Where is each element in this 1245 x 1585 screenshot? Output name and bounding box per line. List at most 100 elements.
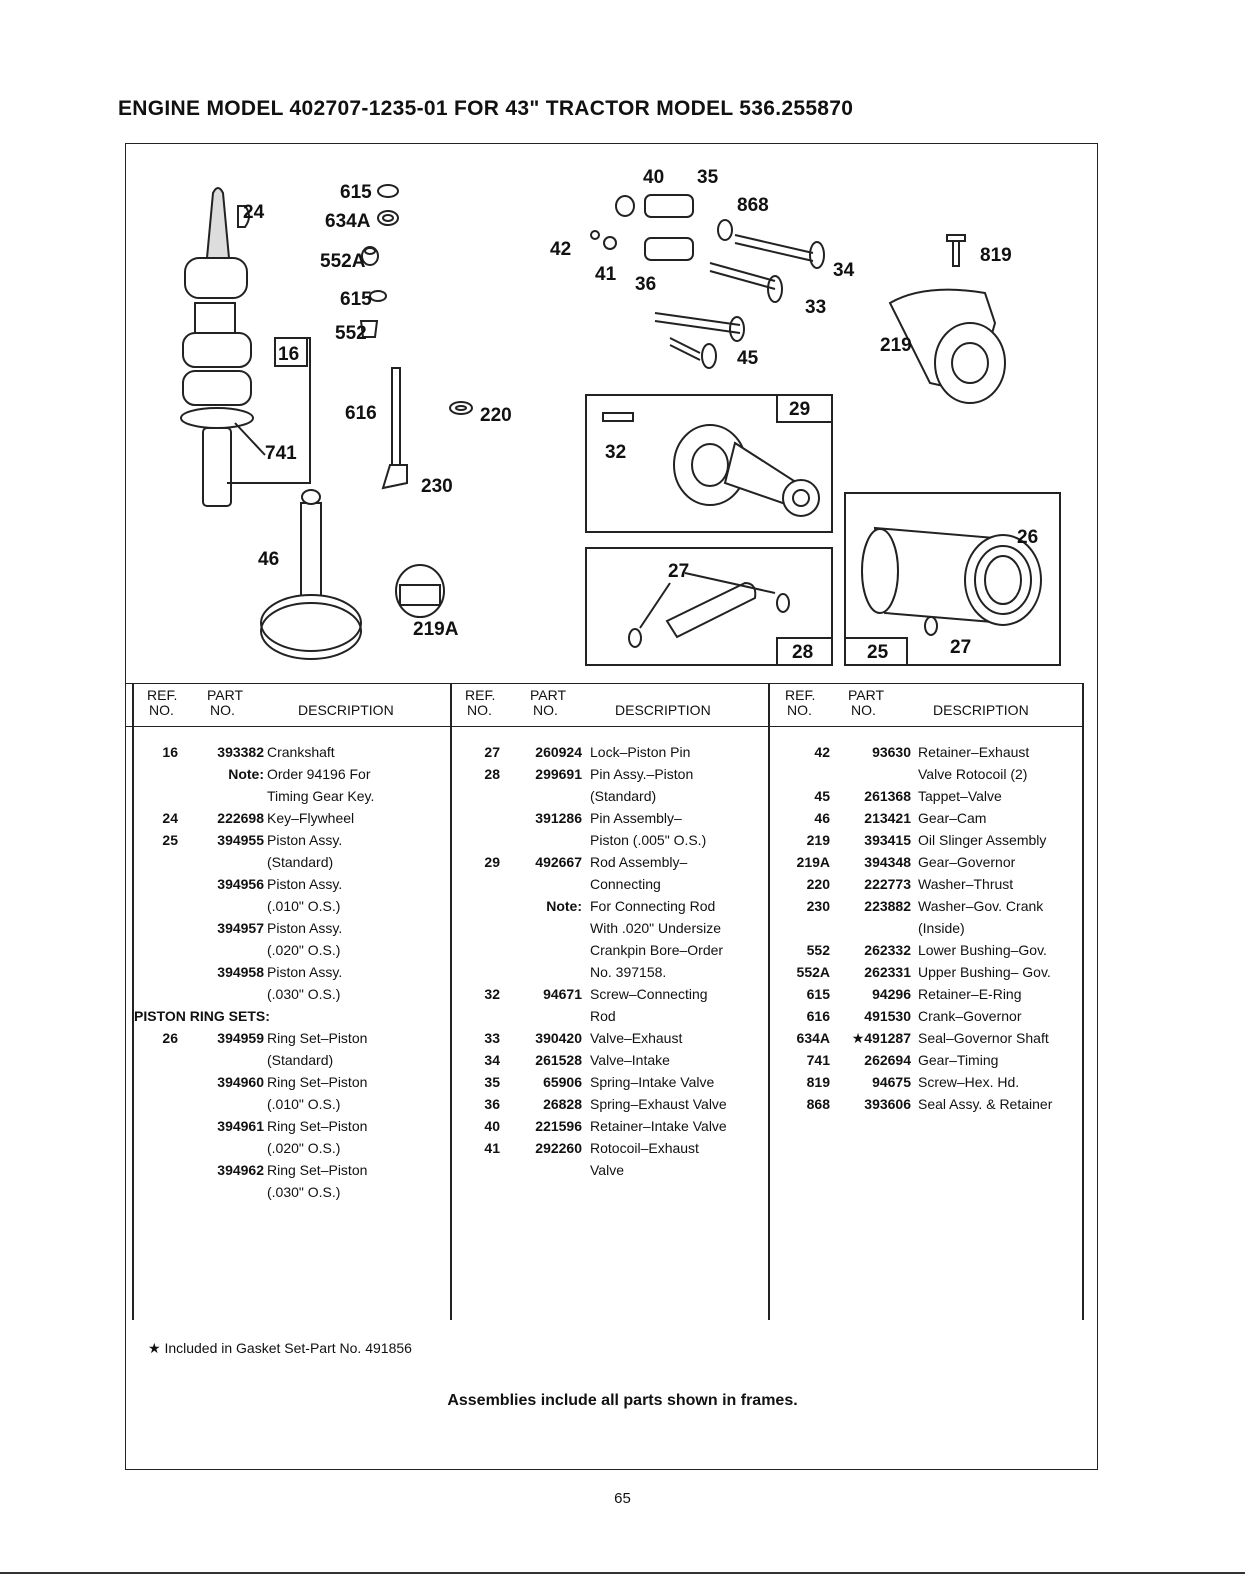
ref-number: 33 xyxy=(484,1030,500,1046)
ref-number: 24 xyxy=(162,810,178,826)
ref-number: 40 xyxy=(484,1118,500,1134)
part-number: 292260 xyxy=(535,1140,582,1156)
label-741: 741 xyxy=(265,443,297,464)
page-title: ENGINE MODEL 402707-1235-01 FOR 43" TRAC… xyxy=(118,97,854,120)
label-32: 32 xyxy=(605,442,626,463)
part-number: 262332 xyxy=(864,942,911,958)
table-header: REF. NO. PART NO. DESCRIPTION REF. NO. P… xyxy=(125,683,1083,727)
header-description: DESCRIPTION xyxy=(298,702,394,718)
part-number: 492667 xyxy=(535,854,582,870)
label-35: 35 xyxy=(697,167,719,188)
part-number: 65906 xyxy=(543,1074,582,1090)
table-left-border xyxy=(132,683,134,1320)
part-number: 93630 xyxy=(872,744,911,760)
header-ref: REF. xyxy=(147,687,178,703)
part-number: 222773 xyxy=(864,876,911,892)
part-description: Lock–Piston Pin xyxy=(590,744,691,760)
header-ref-3: REF. xyxy=(785,687,816,703)
part-number: 26828 xyxy=(543,1096,582,1112)
page-frame xyxy=(125,143,1098,1470)
header-description-2: DESCRIPTION xyxy=(615,702,711,718)
ref-number: 29 xyxy=(484,854,500,870)
part-description: Valve–Intake xyxy=(590,1052,670,1068)
ref-number: 35 xyxy=(484,1074,500,1090)
part-description: Key–Flywheel xyxy=(267,810,355,826)
part-number: 394960 xyxy=(217,1074,264,1090)
part-description: Valve Rotocoil (2) xyxy=(918,766,1028,782)
part-number: ★491287 xyxy=(851,1030,911,1046)
column-divider-2 xyxy=(768,683,770,1320)
part-description: Piston (.005" O.S.) xyxy=(590,832,707,848)
ref-number: 32 xyxy=(484,986,500,1002)
label-552: 552 xyxy=(335,323,367,344)
part-number: 262694 xyxy=(864,1052,911,1068)
ref-number: 868 xyxy=(806,1096,830,1112)
label-634a: 634A xyxy=(325,211,371,232)
part-number: 222698 xyxy=(217,810,264,826)
assemblies-note: Assemblies include all parts shown in fr… xyxy=(447,1392,798,1409)
part-description: Oil Slinger Assembly xyxy=(918,832,1047,848)
ref-number: 230 xyxy=(806,898,830,914)
ref-number: 25 xyxy=(162,832,178,848)
label-41: 41 xyxy=(595,264,617,285)
part-description: Rod xyxy=(590,1008,616,1024)
part-description: Crankpin Bore–Order xyxy=(590,942,724,958)
part-number: 94296 xyxy=(872,986,911,1002)
section-heading: PISTON RING SETS: xyxy=(134,1008,270,1024)
ref-number: 36 xyxy=(484,1096,500,1112)
part-number: 393382 xyxy=(217,744,264,760)
ref-number: 220 xyxy=(806,876,830,892)
ref-number: 616 xyxy=(806,1008,830,1024)
label-26: 26 xyxy=(1017,527,1038,548)
part-description: Gear–Cam xyxy=(918,810,987,826)
part-number: 394957 xyxy=(217,920,264,936)
ref-number: 34 xyxy=(484,1052,500,1068)
part-number: 261368 xyxy=(864,788,911,804)
part-description: Spring–Intake Valve xyxy=(590,1074,715,1090)
part-description: Piston Assy. xyxy=(267,832,343,848)
part-description: Screw–Connecting xyxy=(590,986,708,1002)
part-number: 394962 xyxy=(217,1162,264,1178)
part-description: (.010" O.S.) xyxy=(267,1096,341,1112)
part-number: 213421 xyxy=(864,810,911,826)
part-number: 394956 xyxy=(217,876,264,892)
part-description: Pin Assy.–Piston xyxy=(590,766,694,782)
header-ref-no-3: NO. xyxy=(787,702,812,718)
part-number: 390420 xyxy=(535,1030,582,1046)
part-description: Ring Set–Piston xyxy=(267,1118,368,1134)
label-27: 27 xyxy=(668,561,689,582)
part-description: (.030" O.S.) xyxy=(267,986,341,1002)
piston-pin-drawing xyxy=(628,572,790,648)
parts-diagram-svg: 24 615 634A 552A 615 552 16 741 616 220 … xyxy=(116,167,1061,671)
label-40: 40 xyxy=(643,167,664,188)
label-552a: 552A xyxy=(320,251,366,272)
part-description: Seal Assy. & Retainer xyxy=(918,1096,1053,1112)
part-description: Timing Gear Key. xyxy=(267,788,375,804)
part-description: (.030" O.S.) xyxy=(267,1184,341,1200)
label-25: 25 xyxy=(867,642,889,663)
part-description: Retainer–E-Ring xyxy=(918,986,1022,1002)
label-42: 42 xyxy=(550,239,571,260)
page-number: 65 xyxy=(614,1490,631,1507)
part-description: No. 397158. xyxy=(590,964,667,980)
part-description: Rotocoil–Exhaust xyxy=(590,1140,699,1156)
part-number: 223882 xyxy=(864,898,911,914)
part-description: Lower Bushing–Gov. xyxy=(918,942,1047,958)
label-219a: 219A xyxy=(413,619,459,640)
ref-number: 46 xyxy=(814,810,830,826)
header-part: PART xyxy=(207,687,244,703)
part-description: Crank–Governor xyxy=(918,1008,1022,1024)
label-24: 24 xyxy=(243,202,265,223)
label-28: 28 xyxy=(792,642,813,663)
part-description: Retainer–Exhaust xyxy=(918,744,1030,760)
ref-number: 16 xyxy=(162,744,178,760)
part-number: 491530 xyxy=(864,1008,911,1024)
label-34: 34 xyxy=(833,260,855,281)
connecting-rod-drawing xyxy=(602,412,820,517)
part-description: Crankshaft xyxy=(267,744,335,760)
header-ref-2: REF. xyxy=(465,687,496,703)
part-number: Note: xyxy=(546,898,582,914)
part-description: Washer–Thrust xyxy=(918,876,1014,892)
part-description: Seal–Governor Shaft xyxy=(918,1030,1049,1046)
